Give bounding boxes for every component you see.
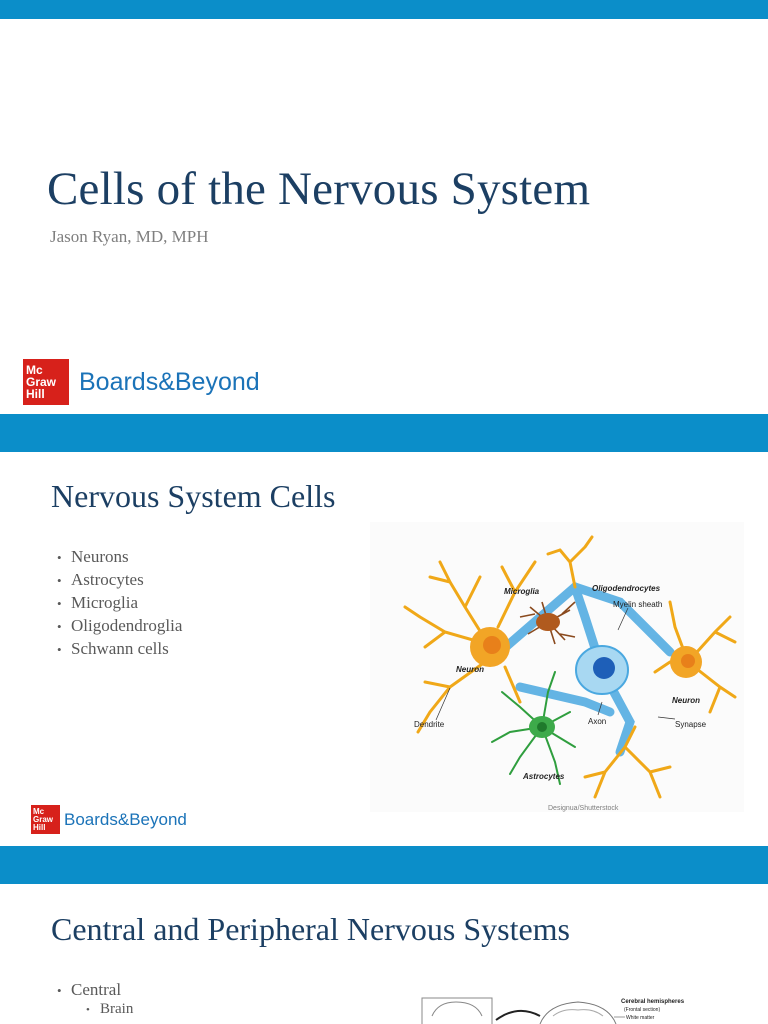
mcgraw-hill-logo: Mc Graw Hill Boards&Beyond: [31, 805, 187, 834]
astrocyte: [491, 671, 576, 785]
slide-title-cns-pns: Central and Peripheral Nervous Systems: [51, 911, 570, 947]
label-myelin-sheath: Myelin sheath: [613, 600, 662, 609]
mcgraw-hill-badge: Mc Graw Hill: [31, 805, 60, 834]
brand-name: Boards&Beyond: [79, 367, 260, 396]
mcgraw-hill-logo: Mc Graw Hill Boards&Beyond: [23, 359, 260, 405]
separator-band-2: [0, 846, 768, 884]
neuron-left-nucleus: [483, 636, 501, 654]
list-item: •Neurons: [57, 547, 129, 566]
astrocyte-nucleus: [537, 722, 547, 732]
microglia: [519, 601, 576, 645]
central-sub-list: •Brain: [86, 999, 133, 1020]
brand-name: Boards&Beyond: [64, 809, 187, 829]
label-oligodendrocytes: Oligodendrocytes: [592, 584, 661, 593]
label-microglia: Microglia: [504, 587, 540, 596]
image-credit: Designua/Shutterstock: [548, 805, 619, 812]
brain-section: [539, 1001, 617, 1024]
label-cerebral-hemispheres: Cerebral hemispheres: [621, 999, 685, 1005]
label-neuron-left: Neuron: [456, 665, 484, 674]
label-leaders: [435, 607, 676, 721]
list-item: •Schwann cells: [57, 639, 169, 658]
label-synapse: Synapse: [675, 720, 707, 729]
label-astrocytes: Astrocytes: [522, 772, 565, 781]
neuron-bottom: [583, 725, 672, 799]
separator-band-1: [0, 414, 768, 452]
label-frontal-section: (Frontal section): [624, 1007, 660, 1013]
title-slide: [0, 19, 768, 414]
cells-diagram: Microglia Oligodendrocytes Myelin sheath…: [403, 535, 737, 799]
slide-title-cells: Nervous System Cells: [51, 478, 336, 514]
list-item: •Oligodendroglia: [57, 616, 183, 635]
brain-diagram: Cerebral hemispheres (Frontal section) W…: [421, 997, 685, 1024]
label-axon: Axon: [588, 717, 606, 726]
top-band: [0, 0, 768, 19]
brain-illustration: Cerebral hemispheres (Frontal section) W…: [418, 994, 718, 1024]
microglia-body: [536, 613, 560, 631]
list-item: •Central: [57, 980, 122, 999]
connector-arrow: [495, 1009, 541, 1021]
list-item: •Brain: [86, 1001, 134, 1017]
label-dendrite: Dendrite: [414, 720, 445, 729]
author-name: Jason Ryan, MD, MPH: [50, 227, 209, 246]
label-white-matter: White matter: [626, 1015, 655, 1021]
cell-types-list: •Neurons •Astrocytes •Microglia •Oligode…: [57, 545, 182, 660]
system-list: •Central: [57, 978, 121, 1001]
neuron-right-nucleus: [681, 654, 695, 668]
label-neuron-right: Neuron: [672, 696, 700, 705]
brain-inset-box: [421, 997, 493, 1024]
mcgraw-hill-badge: Mc Graw Hill: [23, 359, 69, 405]
neuron-left: [403, 560, 537, 734]
neuron-top: [546, 535, 594, 589]
oligodendrocyte-nucleus: [593, 657, 615, 679]
brain-top-view: [431, 1001, 483, 1017]
page-title: Cells of the Nervous System: [47, 163, 591, 215]
nervous-cells-illustration: Microglia Oligodendrocytes Myelin sheath…: [370, 522, 744, 812]
list-item: •Microglia: [57, 593, 139, 612]
list-item: •Astrocytes: [57, 570, 144, 589]
brain-gyri: [552, 1009, 604, 1017]
